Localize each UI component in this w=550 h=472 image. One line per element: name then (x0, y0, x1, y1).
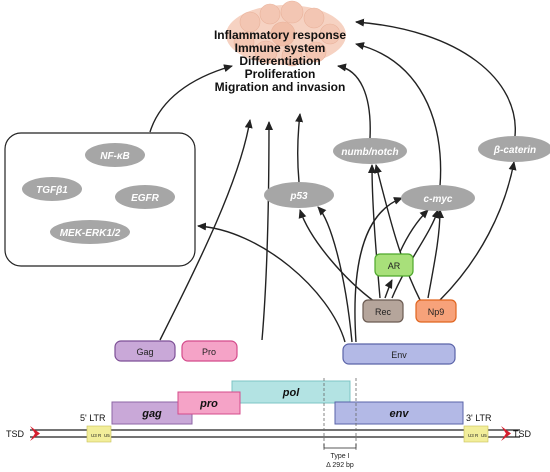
accessory-proteins: AR Rec Np9 (362, 253, 457, 323)
outcome-list: Inflammatory response Immune system Diff… (214, 28, 346, 94)
gene-pro (177, 391, 241, 415)
target-nodes: p53 numb/notch c-myc β-caterin (264, 136, 550, 211)
ltr-3-box (463, 425, 489, 443)
node-numb-notch (333, 138, 407, 164)
outcome-immune: Immune system (235, 41, 326, 55)
pathway-box: NF-κB TGFβ1 EGFR MEK-ERK1/2 (4, 132, 196, 267)
arrow-pro-to-outcomes (261, 121, 273, 341)
box-env-protein (342, 343, 456, 365)
tsd-left-icon (30, 426, 40, 441)
arrow-env-to-cmyc (354, 197, 403, 343)
label-egfr: EGFR (131, 193, 160, 204)
arrow-gag-to-outcomes (159, 119, 253, 341)
label-tgfb1: TGFβ1 (36, 185, 68, 196)
protein-boxes: Gag Pro Env (114, 340, 456, 365)
ltr-5-box (86, 425, 112, 443)
node-tgfb1 (22, 177, 82, 201)
label-gag: gag (141, 408, 162, 420)
label-pol: pol (282, 387, 300, 399)
gene-env (334, 401, 464, 425)
outcome-proliferation: Proliferation (245, 67, 316, 81)
ltr3-u3: U3 (468, 433, 474, 438)
arrow-p53-to-outcomes (295, 113, 304, 183)
label-deletion-type: Type I (330, 453, 349, 460)
arrow-numb-to-outcomes (337, 63, 371, 139)
arrow-box-to-outcomes (149, 64, 233, 133)
label-cmyc: c-myc (424, 194, 453, 205)
label-ar: AR (388, 261, 401, 271)
label-ltr5: 5' LTR (80, 413, 106, 423)
label-mek-erk: MEK-ERK1/2 (60, 228, 121, 239)
ltr5-r: R (98, 433, 102, 438)
label-deletion-size: Δ 292 bp (326, 462, 354, 469)
arrow-np9-to-bcatenin (439, 161, 517, 301)
ltr3-r: R (475, 433, 479, 438)
arrow-env-to-p53 (317, 206, 353, 343)
arrow-np9-to-cmyc (427, 209, 444, 299)
label-pro-protein: Pro (202, 347, 216, 357)
label-env: env (390, 408, 410, 420)
ltr5-u5: U5 (104, 433, 110, 438)
arrow-rec-to-numb (368, 164, 381, 299)
node-p53 (264, 182, 334, 208)
tumor-cell-cluster-icon (226, 0, 346, 67)
arrow-env-to-box (197, 222, 346, 343)
node-bcatenin (478, 136, 550, 162)
arrow-rec-to-cmyc (391, 209, 440, 299)
label-env-protein: Env (391, 350, 407, 360)
node-nfkb (85, 143, 145, 167)
box-np9 (415, 299, 457, 323)
box-gag-protein (114, 340, 176, 362)
box-rec (362, 299, 404, 323)
label-bcatenin: β-caterin (493, 145, 536, 156)
arrow-cmyc-to-outcomes (355, 42, 442, 187)
node-cmyc (401, 185, 475, 211)
node-egfr (115, 185, 175, 209)
genome-map: pol gag pro env Type I Δ 292 bp U3 R U5 … (6, 378, 532, 469)
label-np9: Np9 (428, 307, 445, 317)
arrow-rec-to-ar (384, 279, 393, 299)
arrow-np9-to-numb (374, 164, 421, 301)
ltr5-u3: U3 (91, 433, 97, 438)
outcome-differentiation: Differentiation (239, 54, 320, 68)
arrows (149, 18, 517, 343)
outcome-inflammatory: Inflammatory response (214, 28, 346, 42)
label-nfkb: NF-κB (100, 151, 130, 162)
box-ar (374, 253, 414, 277)
label-tsd-left: TSD (6, 429, 25, 439)
arrow-rec-to-p53 (298, 209, 376, 303)
label-p53: p53 (289, 191, 308, 202)
arrow-bcatenin-to-outcomes (355, 18, 516, 137)
label-tsd-right: TSD (513, 429, 532, 439)
outcome-migration: Migration and invasion (215, 80, 346, 94)
label-numb-notch: numb/notch (341, 147, 398, 158)
label-ltr3: 3' LTR (466, 413, 492, 423)
arrow-ar-to-cmyc (399, 209, 429, 253)
label-gag-protein: Gag (136, 347, 153, 357)
ltr3-u5: U5 (481, 433, 487, 438)
tsd-right-icon (501, 426, 511, 441)
box-pro-protein (181, 340, 238, 362)
node-mek-erk (50, 220, 130, 244)
label-rec: Rec (375, 307, 392, 317)
label-pro: pro (199, 398, 218, 410)
